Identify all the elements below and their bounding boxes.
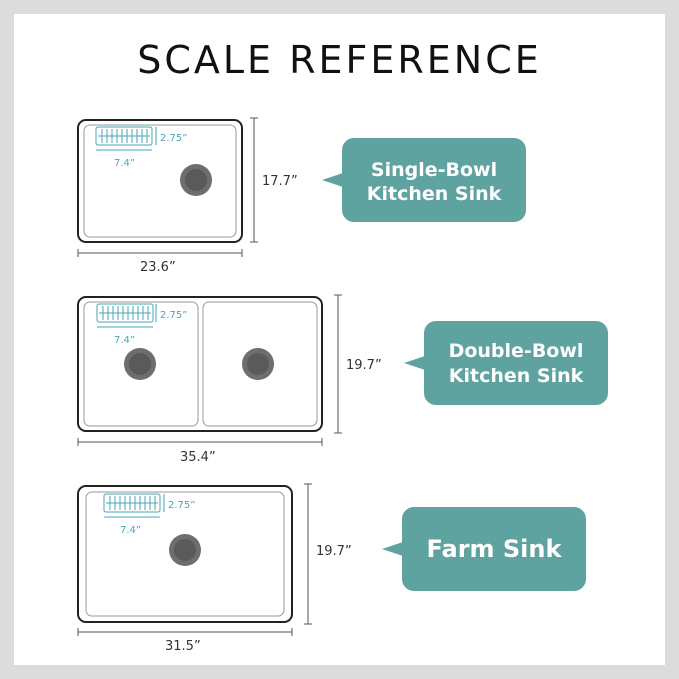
sink-width-label: 35.4”	[180, 450, 216, 465]
double-bowl-sink: 2.75” 7.4” 19.7” 35.4” Double-Bowl Kitch…	[77, 294, 608, 465]
sink-height-label: 19.7”	[346, 358, 382, 373]
single-bowl-sink: 2.75” 7.4” 17.7” 23.6” Single-Bowl Kitch…	[77, 117, 526, 275]
rack-height-label: 2.75”	[160, 133, 187, 144]
rack-width-label: 7.4”	[114, 335, 135, 346]
callout-farm-sink: Farm Sink	[382, 507, 586, 591]
sink-rack-icon	[95, 126, 153, 146]
sink-rack-icon	[103, 493, 161, 513]
callout-label-line1: Double-Bowl	[449, 340, 584, 362]
rack-height-label: 2.75”	[168, 500, 195, 511]
callout-label-line1: Farm Sink	[427, 535, 563, 563]
farm-sink: 2.75” 7.4” 19.7” 31.5” Farm Sink	[77, 483, 586, 654]
callout-label-line2: Kitchen Sink	[449, 365, 584, 387]
sink-height-label: 19.7”	[316, 544, 352, 559]
callout-double-bowl: Double-Bowl Kitchen Sink	[404, 321, 608, 405]
rack-width-label: 7.4”	[114, 158, 135, 169]
page-title: SCALE REFERENCE	[137, 38, 542, 82]
callout-single-bowl: Single-Bowl Kitchen Sink	[322, 138, 526, 222]
sink-bowl	[83, 124, 237, 238]
rack-height-label: 2.75”	[160, 310, 187, 321]
sink-rack-icon	[96, 303, 154, 323]
sink-height-label: 17.7”	[262, 174, 298, 189]
callout-label-line1: Single-Bowl	[371, 159, 497, 181]
sink-width-label: 31.5”	[165, 639, 201, 654]
sink-width-label: 23.6”	[140, 260, 176, 275]
rack-width-label: 7.4”	[120, 525, 141, 536]
callout-label-line2: Kitchen Sink	[367, 183, 502, 205]
